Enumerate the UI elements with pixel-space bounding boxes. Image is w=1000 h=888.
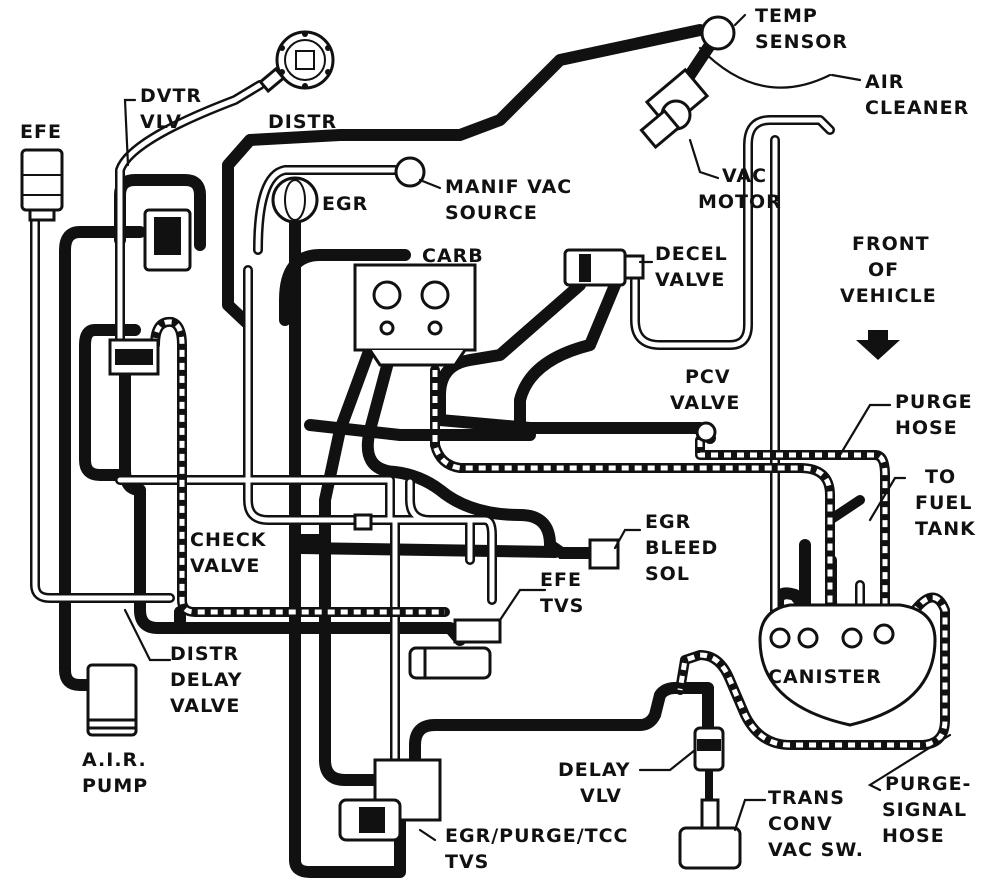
hose-carb-to-pcv-long (304, 419, 536, 441)
dvtr-valve (143, 208, 192, 272)
delay-valve (693, 726, 725, 800)
hose-check-valve-h (294, 542, 561, 558)
trans-conv-vac-switch (678, 798, 742, 870)
decel-valve (563, 248, 645, 287)
front-arrow-icon (856, 330, 900, 360)
air-cleaner-housing (698, 46, 832, 89)
efe-unit (20, 148, 64, 222)
manif-vac-source (394, 156, 426, 188)
label-efe: EFE (20, 121, 62, 143)
hose-carb-to-egr-tvs (319, 329, 386, 786)
egr-valve (271, 176, 319, 224)
hose-left-main-loop (59, 226, 146, 691)
hose-decel-to-pcv (434, 279, 716, 444)
hose-temp-sensor-to-distr (222, 24, 706, 328)
check-valve (297, 513, 373, 550)
hose-carb-left-loop (279, 249, 411, 326)
label-distr: DISTR (268, 111, 337, 133)
hose-left-outer (79, 324, 141, 481)
components (20, 15, 937, 870)
egr-purge-tcc-tvs (338, 758, 442, 842)
pcv-valve (695, 421, 717, 443)
hose-carb-to-bleed (361, 349, 566, 558)
temp-sensor (700, 15, 736, 51)
egr-bleed-sol (559, 538, 620, 570)
air-pump (86, 663, 138, 737)
efe-tvs (408, 618, 502, 680)
vac-motor (639, 67, 710, 150)
hoses (30, 24, 950, 878)
distr-delay-valve (108, 338, 160, 376)
leader-lines (123, 13, 952, 842)
hose-delay-vlv (409, 682, 714, 766)
label-carb: CARB (422, 245, 484, 267)
hose-egr-down (289, 209, 406, 878)
label-canister: CANISTER (768, 666, 882, 688)
label-air-pump: A.I.R.PUMP (82, 749, 148, 797)
label-egr: EGR (322, 193, 368, 215)
carburetor (353, 263, 477, 367)
canister (758, 603, 937, 727)
hose-decel-down (514, 279, 621, 431)
distributor (258, 30, 335, 94)
